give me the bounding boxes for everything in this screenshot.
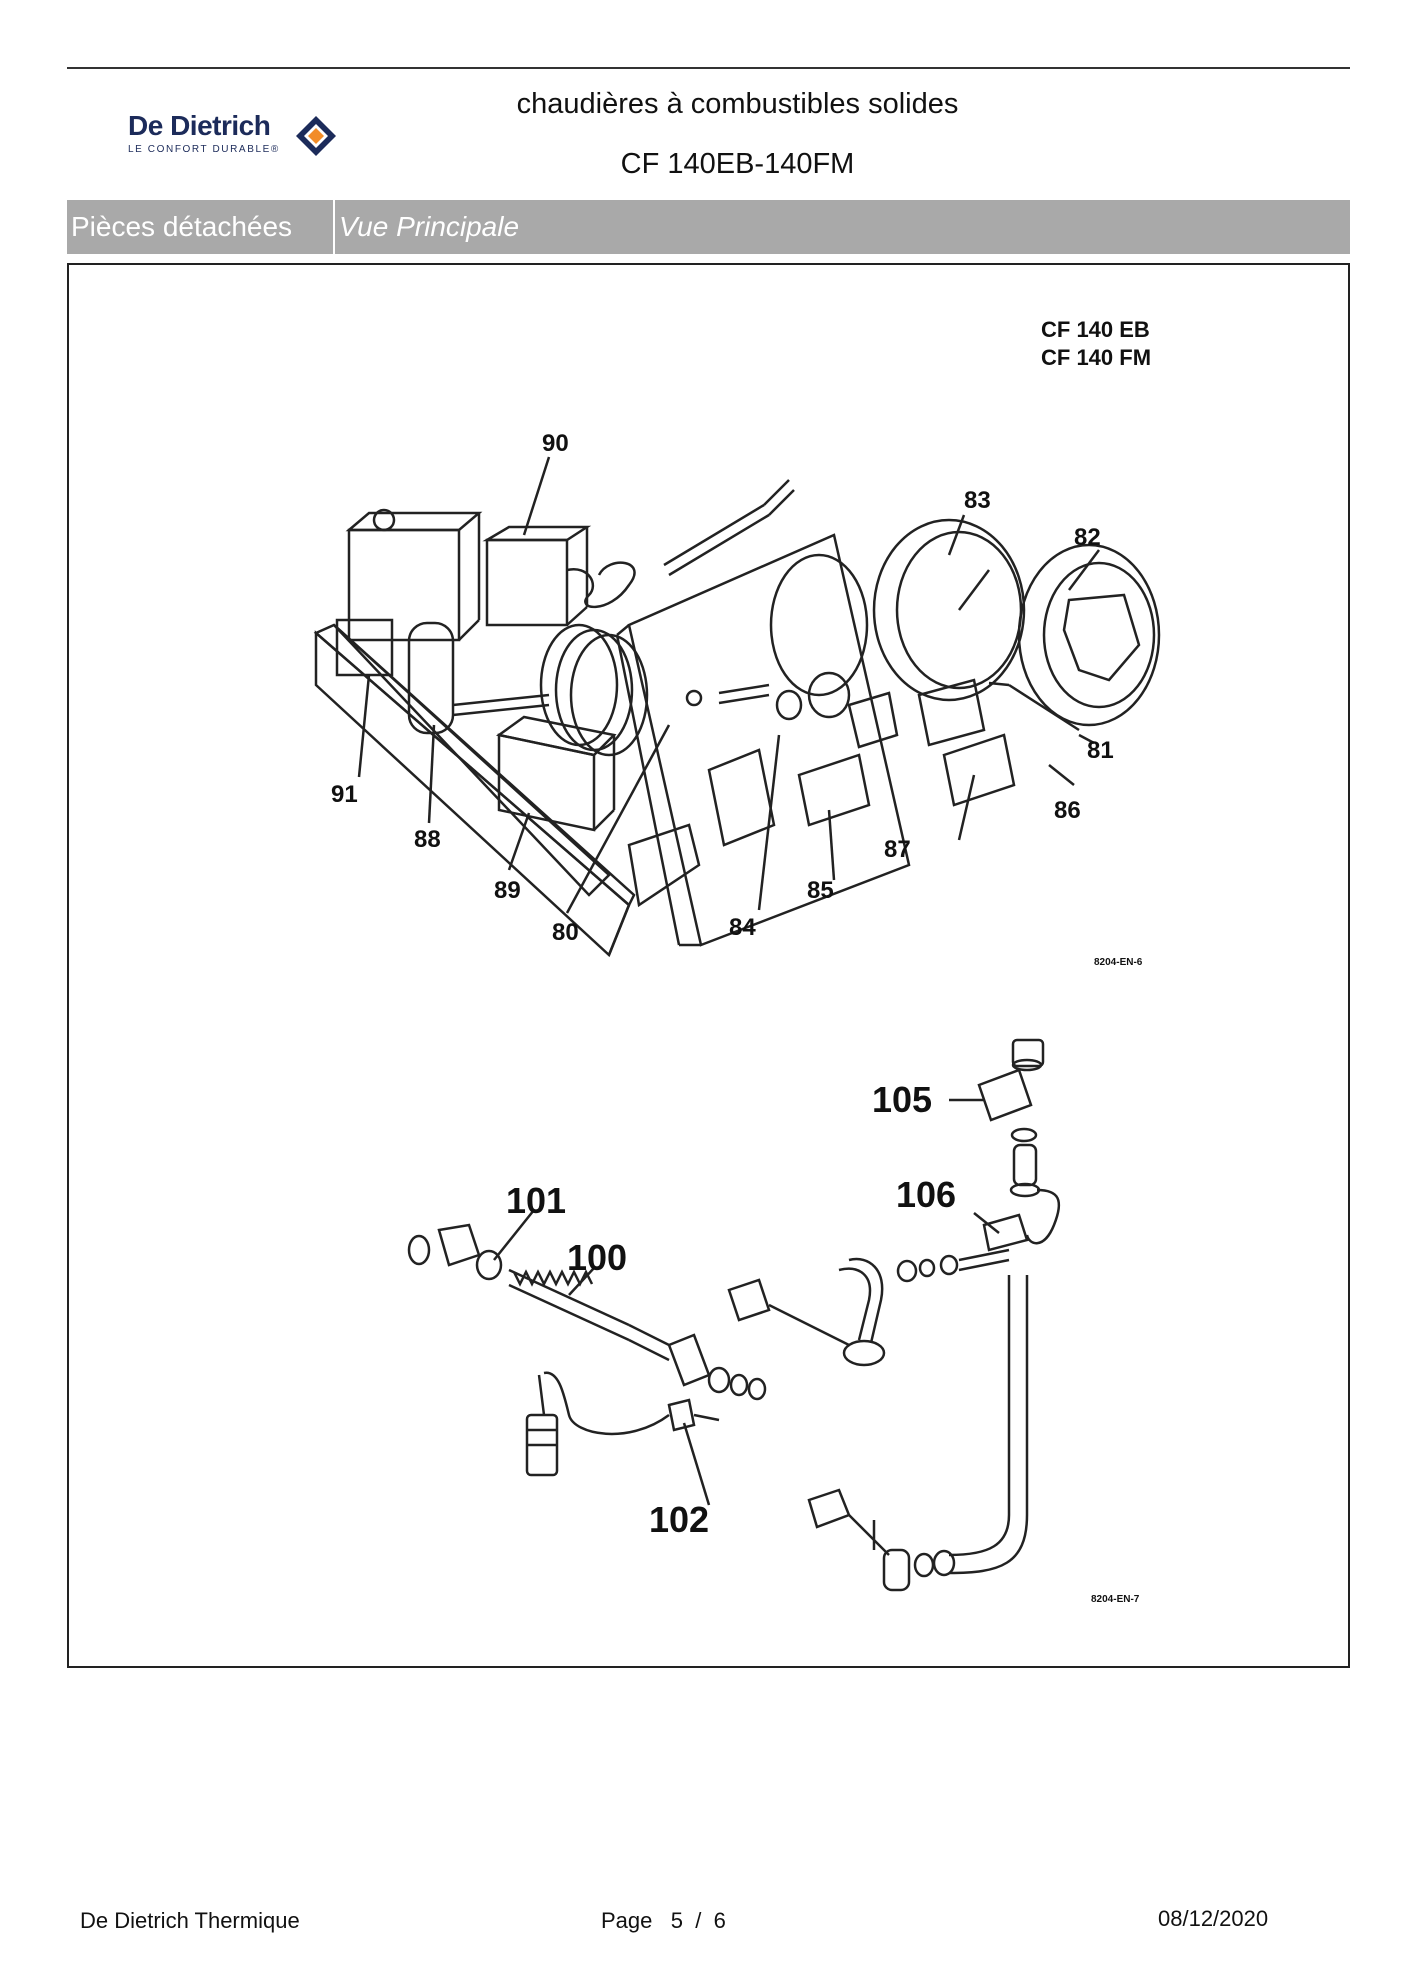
page-separator: / — [695, 1908, 702, 1933]
part-label-80: 80 — [552, 919, 579, 946]
top-rule — [67, 67, 1350, 69]
brand-tagline: LE CONFORT DURABLE® — [128, 144, 280, 155]
part-label-89: 89 — [494, 877, 521, 904]
drawing-ref-top: 8204-EN-6 — [1094, 957, 1143, 968]
part-label-101: 101 — [506, 1180, 566, 1221]
part-label-106: 106 — [896, 1174, 956, 1215]
part-label-82: 82 — [1074, 524, 1101, 551]
part-label-102: 102 — [649, 1499, 709, 1540]
part-label-91: 91 — [331, 781, 358, 808]
part-label-88: 88 — [414, 826, 441, 853]
section-bar: Pièces détachées Vue Principale — [67, 200, 1350, 254]
part-label-81: 81 — [1087, 737, 1114, 764]
section-view: Vue Principale — [339, 211, 520, 242]
page-label: Page — [601, 1908, 653, 1933]
page-current: 5 — [670, 1908, 683, 1933]
document-model: CF 140EB-140FM — [620, 148, 855, 180]
section-category: Pièces détachées — [67, 200, 335, 254]
footer-date: 08/12/2020 — [1158, 1906, 1269, 1931]
part-label-90: 90 — [542, 430, 569, 457]
exploded-parts-drawing: CF 140 EB CF 140 FM 90 83 82 81 86 87 85… — [313, 317, 1161, 1605]
part-label-84: 84 — [729, 914, 756, 941]
part-label-83: 83 — [964, 487, 991, 514]
footer-company: De Dietrich Thermique — [80, 1908, 300, 1933]
part-label-100: 100 — [567, 1237, 627, 1278]
brand-logo: De Dietrich LE CONFORT DURABLE® — [128, 110, 368, 172]
document-title: chaudières à combustibles solides — [516, 88, 959, 120]
model-label-eb: CF 140 EB — [1041, 317, 1150, 342]
drawing-ref-bottom: 8204-EN-7 — [1091, 1594, 1140, 1605]
part-label-85: 85 — [807, 877, 834, 904]
page-total: 6 — [713, 1908, 726, 1933]
control-panel-assembly — [313, 456, 1161, 958]
part-label-105: 105 — [872, 1079, 932, 1120]
piping-assembly — [407, 1038, 1061, 1592]
footer-page: Page 5 / 6 — [601, 1908, 726, 1934]
diamond-logo-icon — [296, 116, 336, 156]
model-label-fm: CF 140 FM — [1041, 345, 1151, 370]
parts-drawing-frame: CF 140 EB CF 140 FM 90 83 82 81 86 87 85… — [67, 263, 1350, 1668]
part-label-87: 87 — [884, 836, 911, 863]
brand-name: De Dietrich — [128, 110, 271, 141]
part-label-86: 86 — [1054, 797, 1081, 824]
